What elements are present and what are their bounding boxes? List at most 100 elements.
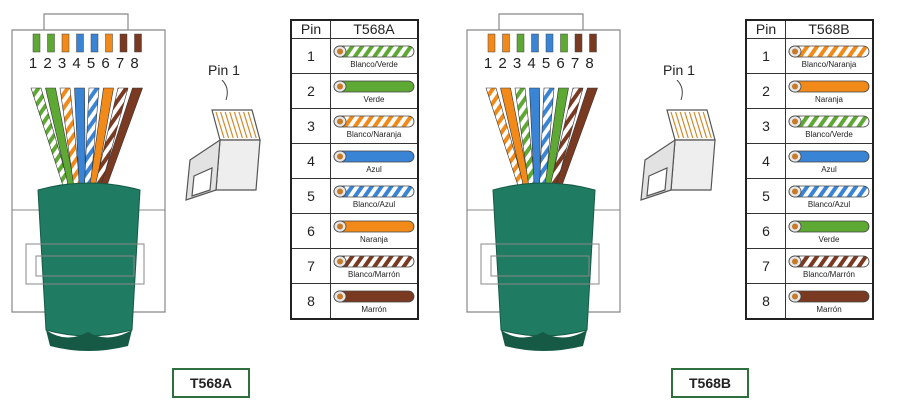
wire-color-cell: Azul: [330, 143, 419, 179]
wire-core: [337, 83, 343, 89]
pin-number: 2: [498, 55, 507, 72]
pin-number: 2: [43, 55, 52, 72]
wire-core: [337, 153, 343, 159]
wire-color-swatch-icon: [333, 45, 415, 57]
wire-core: [792, 153, 798, 159]
pin-contact: [134, 33, 142, 53]
wire-color-swatch-icon: [333, 220, 415, 232]
wire-color-cell: Blanco/Naranja: [785, 38, 874, 74]
wire-core: [337, 48, 343, 54]
plug-contact: [243, 111, 253, 139]
pin-contact: [574, 33, 583, 53]
pin-contact: [47, 33, 55, 53]
wire-color-swatch-icon: [333, 80, 415, 92]
wire-core: [337, 258, 343, 264]
wire-core: [792, 188, 798, 194]
pin1-pointer: [221, 80, 228, 101]
pin-contact: [90, 33, 99, 53]
pin-contact: [516, 33, 525, 53]
wire-color-swatch-icon: [788, 150, 870, 162]
pin-contact: [105, 33, 113, 53]
plug-contact: [215, 111, 225, 139]
wire-color-cell: Naranja: [330, 213, 419, 249]
plug-contact: [702, 111, 712, 139]
pin-contact: [545, 33, 554, 53]
wire-core: [337, 188, 343, 194]
rj45-connector-icon: [11, 13, 166, 351]
pin-number-cell: 8: [290, 283, 331, 320]
wire-color-swatch-icon: [333, 115, 415, 127]
pin-number-cell: 3: [290, 108, 331, 144]
plug-contact: [675, 111, 685, 139]
table-header-row: Pin T568B: [745, 19, 874, 39]
wire-color-swatch-icon: [788, 220, 870, 232]
wire-color-cell: Blanco/Azul: [785, 178, 874, 214]
wire-color-swatch-icon: [333, 290, 415, 302]
wire-core: [792, 83, 798, 89]
wire-core: [337, 293, 343, 299]
wire-color-cell: Blanco/Naranja: [330, 108, 419, 144]
wire-color-label: Blanco/Naranja: [346, 129, 402, 139]
wire-color-cell: Blanco/Marrón: [330, 248, 419, 284]
wire-color-cell: Marrón: [785, 283, 874, 320]
connector-tab: [43, 13, 129, 30]
pin-number: 6: [101, 55, 110, 72]
plug-body: [640, 109, 716, 201]
pin1-label: Pin 1: [208, 62, 240, 78]
plug-contact: [238, 111, 248, 139]
pin-contact: [487, 33, 496, 53]
crimp-box-inner: [490, 255, 590, 277]
wire-color-label: Verde: [363, 94, 385, 104]
pin-number-cell: 2: [290, 73, 331, 109]
wire-color-cell: Verde: [785, 213, 874, 249]
pin-contact: [32, 33, 41, 53]
t568b-caption: T568B: [671, 368, 749, 398]
pin-number-cell: 4: [290, 143, 331, 179]
wire-color-label: Naranja: [814, 94, 843, 104]
pin-number: 7: [115, 55, 125, 72]
wire-color-label: Blanco/Verde: [805, 129, 853, 139]
crimp-box-outer: [25, 243, 145, 285]
wire-color-label: Blanco/Marrón: [347, 269, 401, 279]
pin-column-header: Pin: [745, 19, 786, 39]
plug-contact: [679, 111, 689, 139]
pin-number: 1: [483, 55, 493, 72]
wire-color-label: Naranja: [359, 234, 388, 244]
wire-color-label: Blanco/Naranja: [801, 59, 857, 69]
connector-frame: [11, 29, 166, 313]
wire-color-label: Verde: [818, 234, 840, 244]
rj45-plug-icon: [185, 80, 261, 201]
table-header-row: Pin T568A: [290, 19, 419, 39]
pin-number-cell: 1: [745, 38, 786, 74]
plug-contact: [233, 111, 243, 139]
wire-color-label: Azul: [821, 164, 837, 174]
wire-color-swatch-icon: [788, 80, 870, 92]
wire-color-label: Blanco/Azul: [352, 199, 396, 209]
wire-core: [792, 48, 798, 54]
wire-color-label: Blanco/Marrón: [802, 269, 856, 279]
pin-number: 5: [86, 55, 96, 72]
pin-number-cell: 5: [745, 178, 786, 214]
wire-color-label: Marrón: [816, 304, 842, 314]
plug-contact: [247, 111, 257, 139]
pin-number: 8: [585, 55, 594, 72]
pin-contact: [589, 33, 597, 53]
pin-number-cell: 4: [745, 143, 786, 179]
cable-jacket: [37, 182, 141, 337]
pin-contact: [560, 33, 568, 53]
wire-color-cell: Azul: [785, 143, 874, 179]
standard-column-header: T568B: [785, 19, 874, 39]
